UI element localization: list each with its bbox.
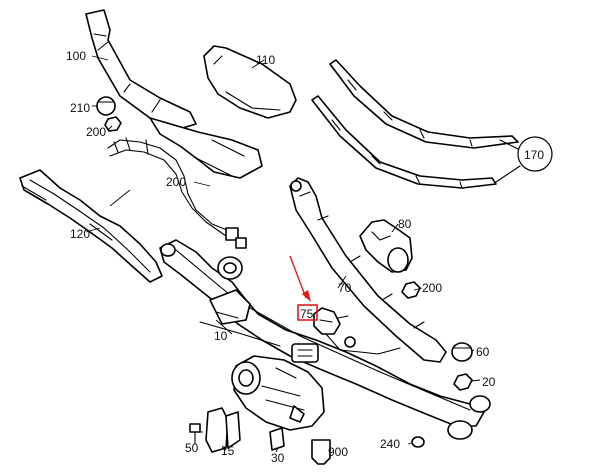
label-240[interactable]: 240 (380, 437, 400, 451)
label-110[interactable]: 110 (256, 53, 275, 67)
part-80-cover[interactable] (359, 219, 413, 273)
part-120-seal-strip[interactable] (19, 169, 163, 283)
part-240-screw[interactable] (411, 436, 425, 448)
part-200-nut-right[interactable] (401, 281, 421, 299)
part-10-linkage-frame[interactable] (159, 239, 491, 440)
part-30-connector[interactable] (269, 427, 285, 451)
label-75[interactable]: 75 (300, 307, 314, 321)
label-30[interactable]: 30 (271, 451, 285, 465)
label-170[interactable]: 170 (524, 148, 544, 162)
label-10[interactable]: 10 (214, 329, 228, 343)
part-110-cap[interactable] (203, 45, 297, 119)
label-210[interactable]: 210 (70, 101, 90, 115)
part-75-bracket[interactable] (313, 307, 401, 355)
label-80[interactable]: 80 (398, 217, 412, 231)
label-200-right[interactable]: 200 (422, 281, 442, 295)
part-210-cap[interactable] (96, 96, 116, 116)
part-50-bolt[interactable] (189, 423, 201, 445)
part-70-right-wiper-arm[interactable] (289, 177, 447, 363)
callout-170 (517, 136, 553, 172)
label-900[interactable]: 900 (328, 445, 348, 459)
part-20-nut[interactable] (453, 373, 473, 391)
part-170-wiper-blades[interactable] (311, 59, 521, 189)
label-15[interactable]: 15 (221, 444, 235, 458)
label-50[interactable]: 50 (185, 441, 199, 455)
part-900-plug[interactable] (311, 439, 331, 465)
leader-lines (85, 55, 481, 453)
label-60[interactable]: 60 (476, 345, 490, 359)
highlight-part-75 (289, 255, 318, 321)
part-labels: 100 110 210 200 200 120 170 80 70 200 75… (66, 49, 544, 465)
label-200-mid[interactable]: 200 (166, 175, 186, 189)
label-120[interactable]: 120 (70, 227, 90, 241)
wiper-motor[interactable] (231, 343, 325, 431)
part-15-bracket[interactable] (205, 407, 241, 453)
part-100-left-wiper-arm[interactable] (85, 9, 263, 179)
label-100[interactable]: 100 (66, 49, 86, 63)
label-70[interactable]: 70 (338, 281, 352, 295)
part-60-cap[interactable] (451, 342, 473, 362)
label-200-upper[interactable]: 200 (86, 125, 106, 139)
label-20[interactable]: 20 (482, 375, 496, 389)
wiring-harness (107, 137, 247, 249)
part-200-nut-upper[interactable] (104, 116, 122, 132)
